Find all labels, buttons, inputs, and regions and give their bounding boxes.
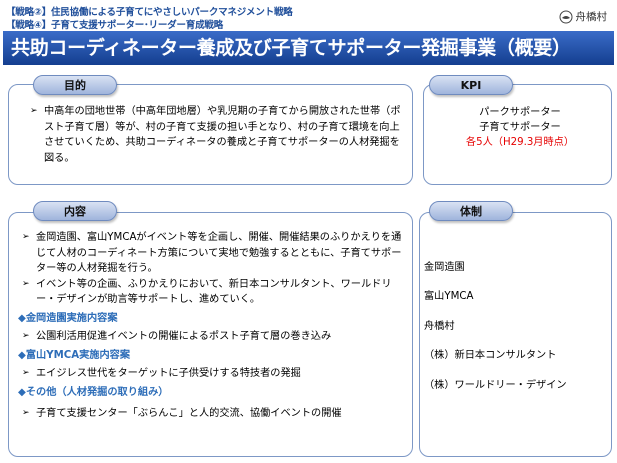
kpi-text-block: パークサポーター 子育てサポーター 各5人（H29.3月時点） xyxy=(440,105,600,150)
content-bullet-2: イベント等の企画、ふりかえりにおいて、新日本コンサルタント、ワールドリー・デザイ… xyxy=(36,278,392,306)
purpose-text-block: ➢ 中高年の団地世帯（中高年団地層）や乳児期の子育てから開放された世帯（ポスト子… xyxy=(30,104,404,166)
ymca-item: エイジレス世代をターゲットに子供受けする特技者の発掘 xyxy=(36,368,301,379)
org-kanaoka: 金岡造園 xyxy=(424,262,465,273)
other-item: 子育て支援センター「ぶらんこ」と人的交流、協働イベントの開催 xyxy=(36,408,342,419)
kpi-childcare-supporter: 子育てサポーター xyxy=(479,122,561,133)
logo-text: 舟橋村 xyxy=(575,11,608,23)
content-text-block: ➢ 金岡造園、富山YMCAがイベント等を企画し、開催、開催結果のふりかえりを通じ… xyxy=(18,230,406,422)
bullet-marker: ➢ xyxy=(22,368,30,378)
kpi-label: KPI xyxy=(429,75,513,95)
bullet-marker: ➢ xyxy=(30,106,38,116)
content-box xyxy=(8,212,413,457)
kpi-park-supporter: パークサポーター xyxy=(479,107,561,118)
other-heading: ◆その他（人材発掘の取り組み） xyxy=(18,386,169,398)
system-box xyxy=(419,212,612,457)
bullet-marker: ➢ xyxy=(22,232,30,242)
purpose-label: 目的 xyxy=(33,75,117,95)
kanaoka-item: 公園利活用促進イベントの開催によるポスト子育て層の巻き込み xyxy=(36,331,332,342)
org-funahashi: 舟橋村 xyxy=(424,321,455,332)
bullet-marker: ➢ xyxy=(22,278,30,289)
org-ymca: 富山YMCA xyxy=(424,291,474,302)
kpi-target: 各5人（H29.3月時点） xyxy=(465,137,575,148)
page-title: 共助コーディネーター養成及び子育てサポーター発掘事業（概要） xyxy=(3,31,614,65)
purpose-text: 中高年の団地世帯（中高年団地層）や乳児期の子育てから開放された世帯（ポスト子育て… xyxy=(44,106,401,164)
village-emblem-icon xyxy=(559,10,572,23)
org-worldly-design: （株）ワールドリー・デザイン xyxy=(424,380,567,391)
content-bullet-1: 金岡造園、富山YMCAがイベント等を企画し、開催、開催結果のふりかえりを通じて人… xyxy=(36,232,402,274)
strategy-line-2: 【戦略②】住民協働による子育てにやさしいパークマネジメント戦略 xyxy=(6,7,293,18)
village-logo: 舟橋村 xyxy=(559,9,608,24)
org-shin-nihon: （株）新日本コンサルタント xyxy=(424,350,557,361)
bullet-marker: ➢ xyxy=(22,408,30,418)
kanaoka-heading: ◆金岡造園実施内容案 xyxy=(18,312,118,324)
system-label: 体制 xyxy=(429,201,513,221)
purpose-box xyxy=(8,84,413,185)
ymca-heading: ◆富山YMCA実施内容案 xyxy=(18,349,131,361)
strategy-line-4: 【戦略④】子育て支援サポーター･リーダー育成戦略 xyxy=(6,20,223,31)
kpi-box xyxy=(423,84,612,185)
bullet-marker: ➢ xyxy=(22,331,30,341)
content-label: 内容 xyxy=(33,201,117,221)
